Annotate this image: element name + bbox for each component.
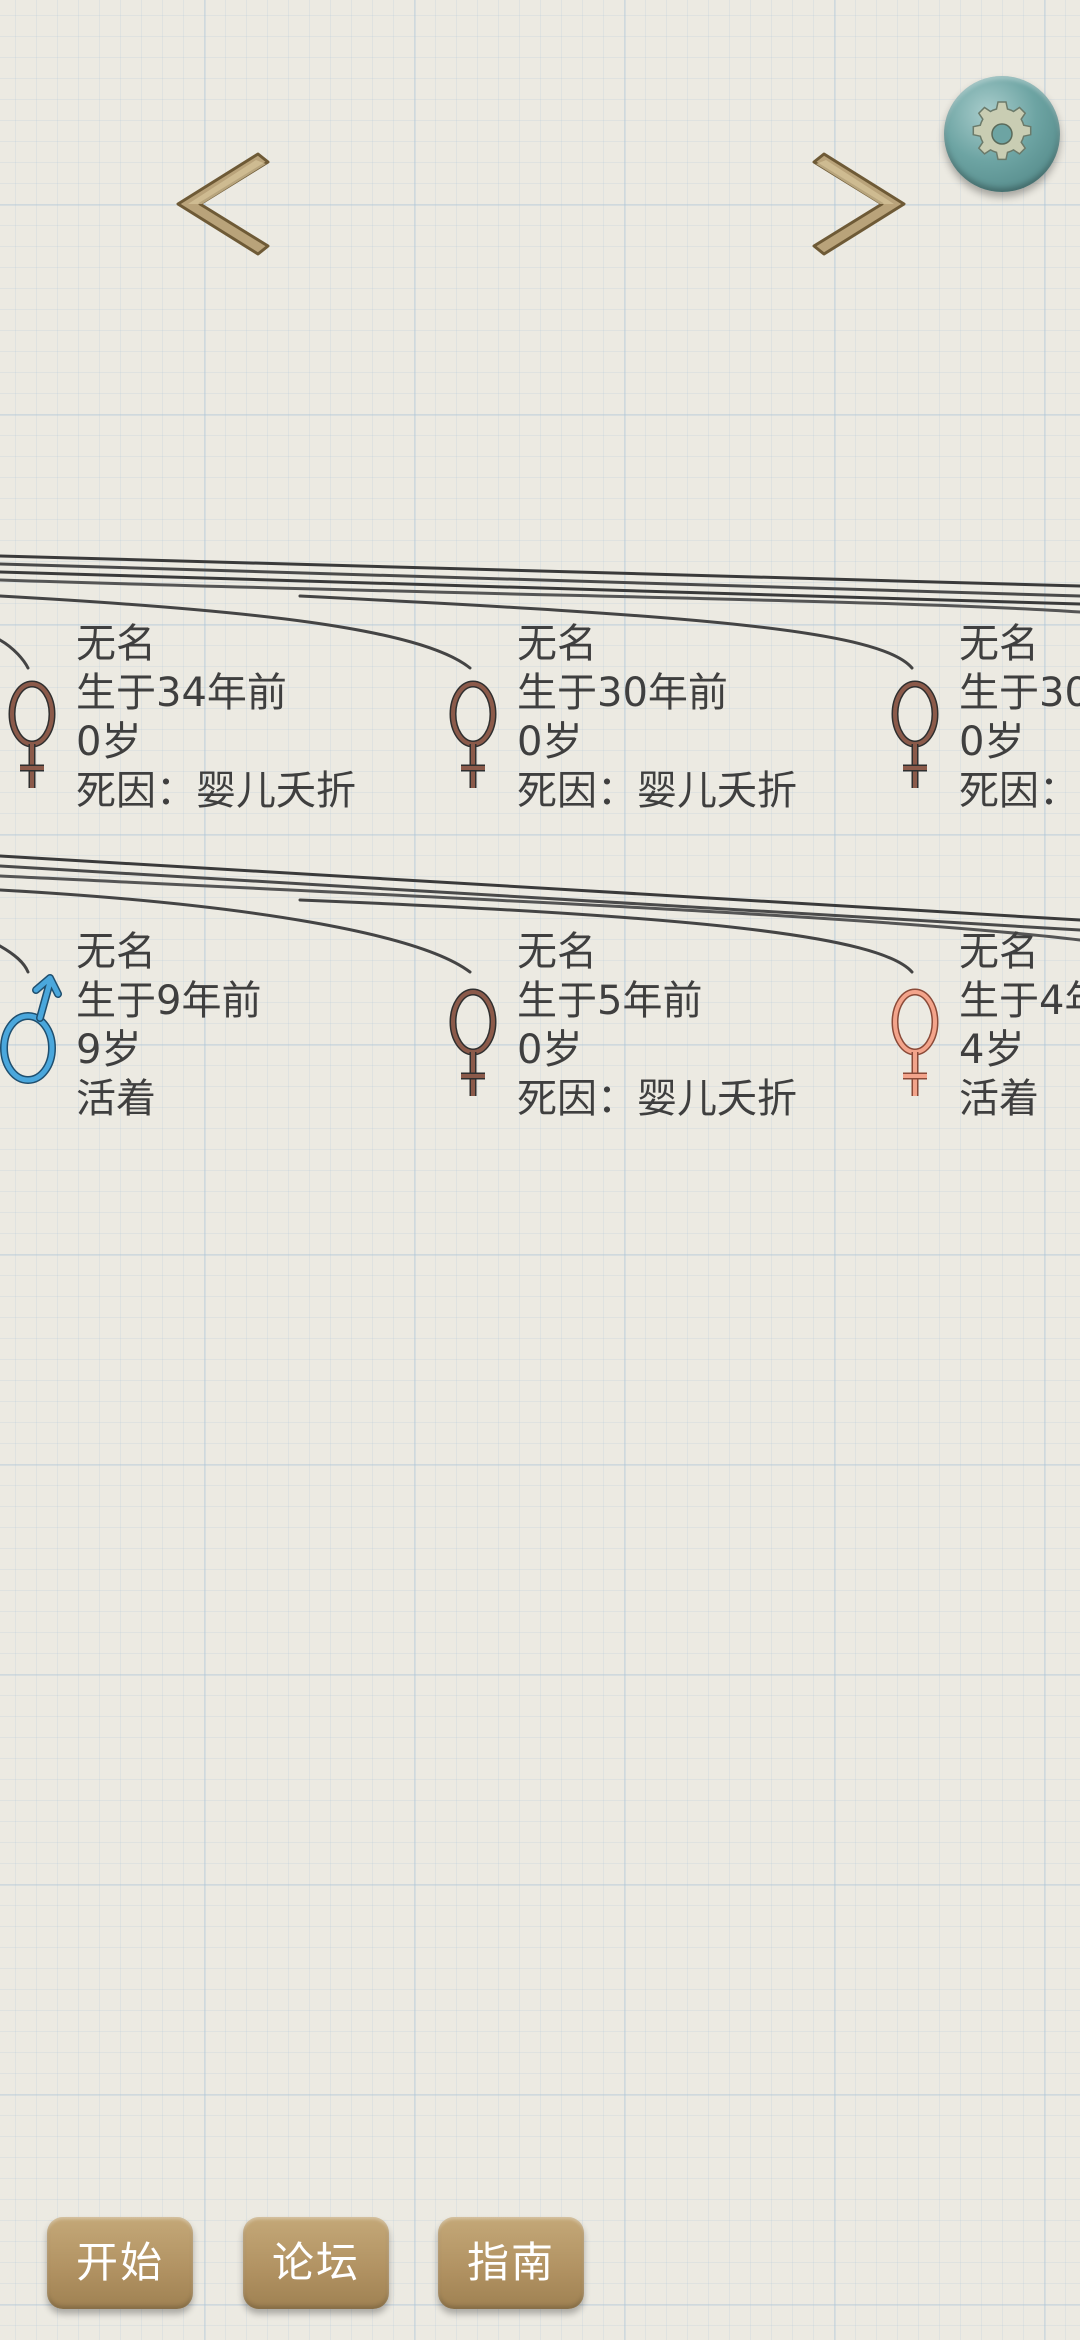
settings-button[interactable]: [944, 76, 1060, 192]
person-name: 无名: [517, 929, 597, 975]
person-age: 0岁: [959, 719, 1025, 765]
person-born: 生于4年: [959, 978, 1080, 1024]
female-icon: [891, 680, 939, 788]
gear-icon: [972, 101, 1032, 161]
person-status: 死因：婴儿夭折: [76, 768, 356, 814]
person-name: 无名: [76, 621, 156, 667]
person-name: 无名: [959, 929, 1039, 975]
person-card[interactable]: 无名 生于4年 4岁 活着: [883, 928, 1080, 1128]
person-status: 死因：婴儿夭折: [517, 1076, 797, 1122]
person-status: 死因：: [959, 768, 1079, 814]
person-born: 生于30年前: [517, 670, 728, 716]
person-status: 活着: [76, 1076, 156, 1122]
female-icon: [449, 988, 497, 1096]
connector-line: [0, 864, 1080, 932]
person-info: 无名 生于4年 4岁 活着: [959, 928, 1080, 1124]
person-info: 无名 生于5年前 0岁 死因：婴儿夭折: [517, 928, 797, 1124]
person-age: 4岁: [959, 1027, 1025, 1073]
person-info: 无名 生于34年前 0岁 死因：婴儿夭折: [76, 620, 356, 816]
person-born: 生于9年前: [76, 978, 262, 1024]
start-button[interactable]: 开始: [47, 2217, 193, 2309]
person-age: 0岁: [76, 719, 142, 765]
connector-line: [0, 554, 1080, 588]
person-born: 生于5年前: [517, 978, 703, 1024]
person-info: 无名 生于30 0岁 死因：: [959, 620, 1080, 816]
previous-page-button[interactable]: [162, 148, 282, 264]
person-status: 死因：婴儿夭折: [517, 768, 797, 814]
person-info: 无名 生于9年前 9岁 活着: [76, 928, 261, 1124]
chevron-left-icon: [176, 152, 270, 256]
male-icon: [0, 974, 62, 1084]
person-name: 无名: [959, 621, 1039, 667]
next-page-button[interactable]: [800, 148, 920, 264]
person-age: 0岁: [517, 1027, 583, 1073]
person-card[interactable]: 无名 生于30 0岁 死因：: [883, 620, 1080, 820]
person-card[interactable]: 无名 生于34年前 0岁 死因：婴儿夭折: [0, 620, 420, 820]
connector-line: [0, 570, 1080, 606]
person-born: 生于30: [959, 670, 1080, 716]
person-born: 生于34年前: [76, 670, 287, 716]
connector-line: [0, 562, 1080, 598]
chevron-right-icon: [812, 152, 906, 256]
person-age: 9岁: [76, 1027, 142, 1073]
female-icon: [449, 680, 497, 788]
person-info: 无名 生于30年前 0岁 死因：婴儿夭折: [517, 620, 797, 816]
female-icon: [891, 988, 939, 1096]
person-name: 无名: [517, 621, 597, 667]
person-name: 无名: [76, 929, 156, 975]
person-status: 活着: [959, 1076, 1039, 1122]
guide-button[interactable]: 指南: [438, 2217, 584, 2309]
person-card[interactable]: 无名 生于5年前 0岁 死因：婴儿夭折: [441, 928, 861, 1128]
female-icon: [8, 680, 56, 788]
forum-button[interactable]: 论坛: [243, 2217, 389, 2309]
person-card[interactable]: 无名 生于30年前 0岁 死因：婴儿夭折: [441, 620, 861, 820]
connector-line: [0, 578, 1080, 614]
person-card[interactable]: 无名 生于9年前 9岁 活着: [0, 928, 420, 1128]
person-age: 0岁: [517, 719, 583, 765]
connector-line: [0, 854, 1080, 922]
